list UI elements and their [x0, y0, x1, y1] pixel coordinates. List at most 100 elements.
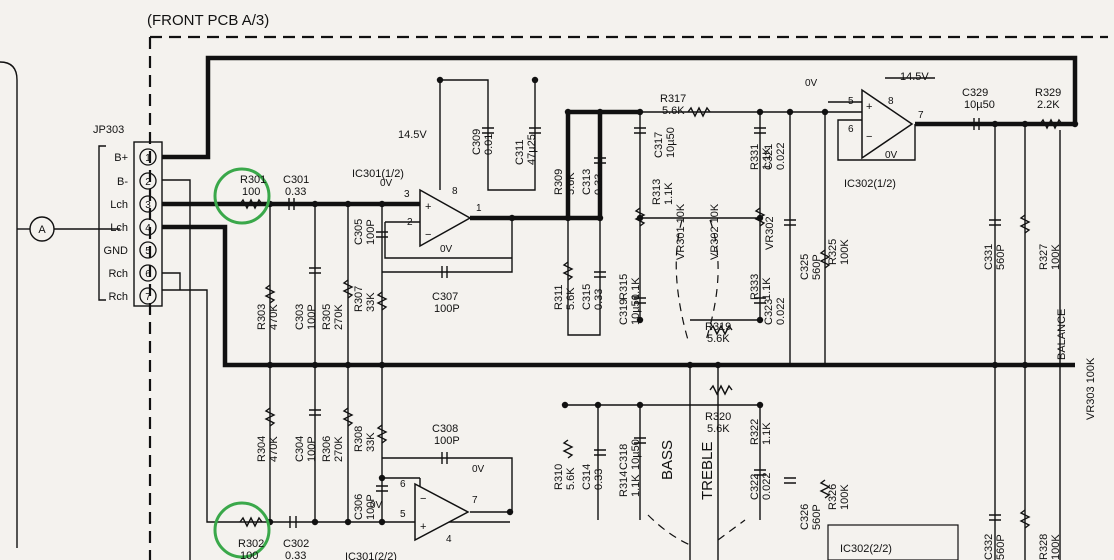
component-value: 0.022 — [775, 142, 787, 170]
svg-text:3: 3 — [145, 200, 151, 211]
junction-dot — [714, 361, 722, 369]
component-ref: R319 — [705, 321, 731, 333]
junction-dot — [594, 401, 602, 409]
component-ref: R314 — [618, 471, 630, 497]
ic301a-label: IC301(1/2) — [352, 168, 404, 180]
junction-dot — [756, 401, 764, 409]
svg-text:−: − — [420, 493, 426, 505]
component-ref: C304 — [294, 436, 306, 462]
component-value: 10µ50 — [630, 439, 642, 470]
junction-dot — [311, 518, 319, 526]
component-value: 5.6K — [565, 287, 577, 310]
component-ref: C331 — [983, 244, 995, 270]
junction-dots — [266, 76, 1079, 526]
svg-text:+: + — [425, 201, 431, 213]
vr302-pot-label: VR302 10K — [709, 203, 721, 260]
component-ref: C325 — [799, 254, 811, 280]
component-value: 10µ50 — [964, 99, 995, 111]
zero-volt-label: 0V — [380, 178, 393, 189]
pcb-boundary — [148, 35, 1108, 560]
component-value: 5.6K — [565, 172, 577, 195]
component-value: 10µ50 — [630, 294, 642, 325]
zero-volt-label: 0V — [805, 78, 818, 89]
junction-dot — [1021, 120, 1029, 128]
component-value: 0.33 — [593, 469, 605, 490]
component-value: 100 — [242, 186, 260, 198]
component-ref: R325 — [827, 239, 839, 265]
svg-text:2: 2 — [145, 177, 151, 188]
component-value: 5.6K — [707, 333, 730, 345]
svg-text:1: 1 — [476, 203, 482, 214]
svg-text:4: 4 — [145, 223, 151, 234]
ic301b-opamp: −+ IC301(2/2) 6 5 7 4 — [345, 479, 478, 560]
junction-dot — [378, 474, 386, 482]
svg-text:IC302(2/2): IC302(2/2) — [840, 543, 892, 555]
left-bracket — [0, 61, 18, 548]
svg-text:A: A — [38, 224, 46, 236]
svg-text:B+: B+ — [114, 152, 128, 164]
component-ref: R302 — [238, 538, 264, 550]
junction-dot — [821, 108, 829, 116]
gnd-trace — [162, 224, 1075, 368]
component-value: 560P — [995, 244, 1007, 270]
component-ref: R305 — [321, 304, 333, 330]
ganged-pot-links — [647, 219, 746, 546]
component-value: 47µ25 — [526, 134, 538, 165]
svg-text:+: + — [866, 101, 872, 113]
connector-pin-2: 2 B- — [117, 172, 157, 190]
junction-dot — [686, 361, 694, 369]
component-value: 560P — [811, 504, 823, 530]
component-value: 0.33 — [593, 289, 605, 310]
component-ref: R303 — [256, 304, 268, 330]
component-value: 5.6K — [707, 423, 730, 435]
junction-dot — [596, 108, 604, 116]
junction-dot — [636, 401, 644, 409]
component-ref: C309 — [471, 129, 483, 155]
component-ref: C326 — [799, 504, 811, 530]
junction-dot — [344, 518, 352, 526]
junction-dot — [344, 200, 352, 208]
junction-dot — [636, 316, 644, 324]
junction-dot — [756, 214, 764, 222]
vr303-label: VR303 100K — [1085, 357, 1097, 420]
component-value: 0.33 — [285, 186, 306, 198]
page-title: (FRONT PCB A/3) — [147, 12, 269, 29]
svg-text:7: 7 — [472, 495, 478, 506]
component-value: 270K — [333, 304, 345, 330]
supply-voltage-label: 14.5V — [398, 129, 427, 141]
component-value: 100K — [1050, 244, 1062, 270]
component-ref: R322 — [749, 419, 761, 445]
ic301a-output-trace — [470, 109, 603, 221]
component-value: 0.022 — [761, 472, 773, 500]
highlight-circle-r301 — [213, 167, 271, 225]
component-value: 33K — [365, 292, 377, 312]
component-value: 470K — [268, 304, 280, 330]
junction-dot — [756, 316, 764, 324]
component-value: 1.1K — [630, 277, 642, 300]
zero-volt-label: 0V — [472, 464, 485, 475]
ic301-supply — [439, 79, 536, 191]
component-ref: R333 — [749, 274, 761, 300]
component-value: 1.1K — [663, 182, 675, 205]
junction-dot — [636, 108, 644, 116]
component-ref: R309 — [553, 169, 565, 195]
svg-text:B-: B- — [117, 176, 128, 188]
component-ref: C319 — [618, 299, 630, 325]
component-value: 10µ50 — [665, 127, 677, 158]
